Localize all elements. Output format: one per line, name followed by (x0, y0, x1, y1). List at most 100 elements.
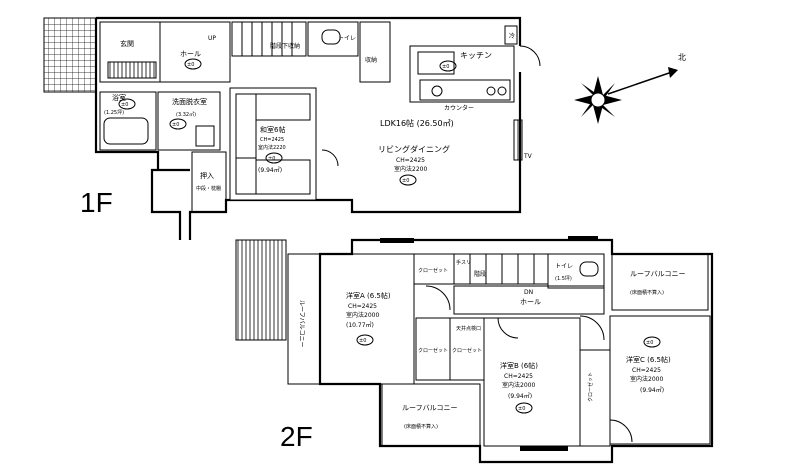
bath-size-label: (1.25坪) (104, 109, 124, 116)
toilet-bowl-icon (321, 29, 341, 45)
under-stairs-label: 階段下収納 (270, 42, 300, 50)
closet-b2-label: クローゼット (452, 347, 482, 354)
tv-board (513, 119, 523, 161)
room-a-ceiling-label: 室内法2000 (346, 311, 379, 319)
level-marker: ±0 (643, 336, 661, 348)
level-marker: ±0 (169, 118, 187, 130)
toilet-bowl-icon (579, 261, 599, 277)
toilet-1f (307, 21, 359, 57)
closet-a-label: クローゼット (418, 267, 448, 274)
roof-balcony-bottom-label: ルーフバルコニー (402, 404, 457, 412)
japanese-ch-label: CH=2425 (260, 137, 284, 143)
room-a (319, 253, 415, 385)
dn-label: DN (524, 289, 533, 296)
closet-1f (191, 151, 227, 213)
svg-text:±0: ±0 (268, 156, 275, 162)
door-swing (609, 419, 633, 443)
roof-balcony-left-label: ルーフバルコニー (298, 300, 305, 348)
bath-label: 浴室 (112, 93, 126, 102)
japanese-room-label: 和室6帖 (260, 125, 285, 134)
stairwell-label: 階段 (474, 270, 486, 278)
room-c-ch-label: CH=2425 (632, 367, 661, 374)
ldk-label: LDK16帖 (26.50㎡) (380, 118, 454, 128)
level-marker: ±0 (265, 152, 283, 164)
svg-text:±0: ±0 (121, 102, 128, 108)
roof-balcony-right-label: ルーフバルコニー (630, 270, 685, 278)
north-arrow-icon (607, 71, 673, 95)
room-b-area-label: (9.94㎡) (508, 392, 532, 400)
washroom-area-label: (3.32㎡) (176, 111, 196, 118)
level-marker: ±0 (515, 402, 533, 414)
closet-label: 押入 (200, 171, 214, 180)
roof-balcony-right-note: (床面積不算入) (630, 289, 664, 296)
tatami-mat (235, 93, 257, 159)
second-floor-label: 2F (280, 421, 313, 452)
toilet-label: トイレ (338, 35, 356, 42)
entry-porch (43, 17, 97, 93)
storage-1f (359, 21, 391, 83)
closet-c (579, 349, 611, 447)
kitchen (409, 45, 515, 103)
tv-label: TV (523, 153, 533, 160)
living-ch-label: CH=2425 (396, 157, 425, 164)
closet-note-label: 中段・枕棚 (196, 185, 221, 192)
tatami-mat (255, 93, 311, 121)
japanese-area-label: (9.94㎡) (258, 166, 282, 174)
sink-icon (431, 85, 443, 97)
stair-treads (241, 22, 293, 56)
shoe-box (107, 61, 157, 79)
second-floor (235, 236, 714, 464)
level-marker: ±0 (184, 58, 202, 70)
room-c (609, 315, 711, 445)
tatami-mat (235, 157, 257, 195)
svg-text:±0: ±0 (442, 64, 449, 70)
room-a-label: 洋室A (6.5帖) (346, 291, 391, 300)
fridge-space (504, 25, 518, 45)
hall-1f (159, 21, 231, 83)
door-swing (321, 149, 339, 167)
compass: 北 (574, 53, 686, 124)
room-c-area-label: (9.94㎡) (640, 386, 664, 394)
tatami-mat (255, 159, 311, 195)
room-a-ch-label: CH=2425 (348, 303, 377, 310)
toilet-2f-label: トイレ (555, 263, 573, 270)
roof-balcony-bottom-note: (床面積不算入) (404, 423, 438, 430)
level-markers: ±0 ±0 ±0 ±0 ±0 ±0 ±0 ±0 ±0 (118, 58, 661, 414)
washroom-label: 洗面脱衣室 (172, 97, 207, 106)
window-mark (380, 238, 414, 243)
level-marker: ±0 (399, 174, 417, 186)
room-b-ceiling-label: 室内法2000 (502, 381, 535, 389)
compass-center-icon (590, 92, 606, 108)
window-mark (568, 236, 598, 241)
window-mark (520, 446, 568, 451)
fridge-label: 冷 (509, 32, 515, 40)
stairs-up-label: UP (208, 35, 216, 42)
room-b-label: 洋室B (6帖) (500, 361, 538, 370)
room-c-label: 洋室C (6.5帖) (626, 355, 671, 364)
second-floor-outer-wall (318, 238, 714, 464)
door-swing (497, 317, 519, 339)
attic-label: 天井点検口 (456, 325, 481, 332)
washbasin-icon (195, 125, 215, 147)
balcony-railing (235, 239, 287, 341)
svg-text:±0: ±0 (187, 62, 194, 68)
toilet-2f (547, 253, 605, 289)
door-swing (579, 315, 605, 341)
living-label: リビングダイニング (378, 144, 450, 154)
bath-room (99, 91, 157, 151)
first-floor (43, 16, 541, 240)
room-c-ceiling-label: 室内法2000 (630, 375, 663, 383)
toilet-2f-size-label: (1.5坪) (555, 275, 572, 282)
roof-balcony-bottom (381, 383, 481, 447)
hall-2f-label: ホール (520, 298, 541, 306)
door-swing (425, 285, 451, 311)
roof-balcony-right (611, 253, 709, 311)
room-b-ch-label: CH=2425 (504, 373, 533, 380)
first-floor-label: 1F (80, 187, 113, 218)
first-floor-labels: 玄関 ホール UP 階段下収納 トイレ 収納 キッチン カウンター 冷 浴室 (… (80, 32, 533, 218)
closet-b-label: クローゼット (418, 347, 448, 354)
north-arrow-head-icon (668, 67, 678, 78)
north-label: 北 (678, 53, 686, 62)
level-marker: ±0 (118, 98, 136, 110)
